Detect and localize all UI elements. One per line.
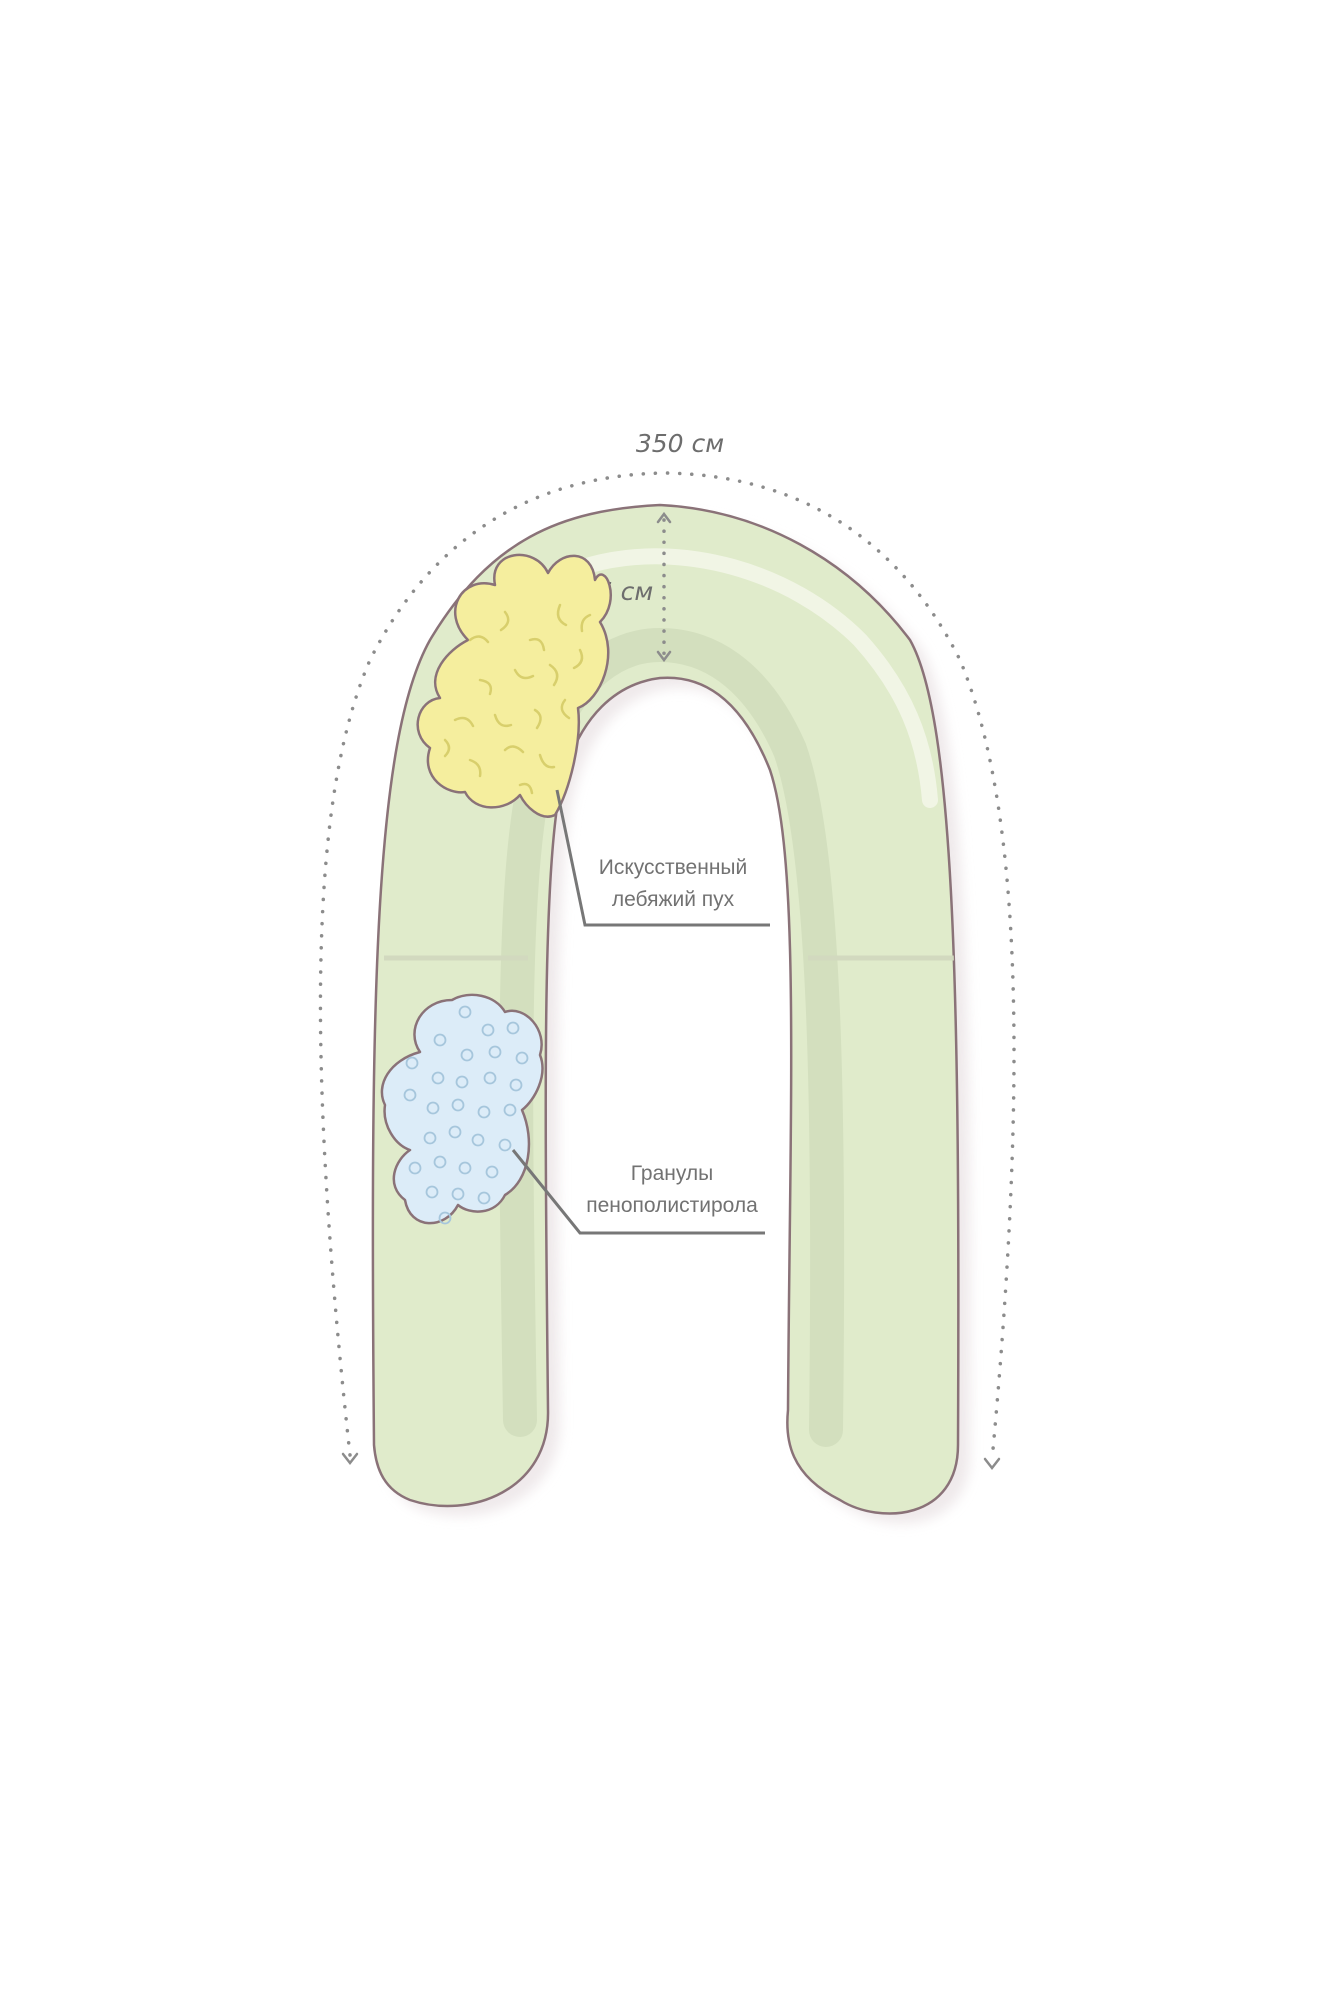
callout-granules-line1: Гранулы	[631, 1162, 714, 1185]
yellow-fluffy-cloud-icon	[418, 555, 611, 817]
callout-swan-down-line2: лебяжий пух	[612, 888, 735, 911]
length-arrow-right-icon	[985, 1459, 999, 1468]
callout-swan-down-line1: Искусственный	[599, 856, 748, 879]
length-label: 350 см	[636, 429, 724, 458]
callout-granules-line2: пенополистирола	[586, 1194, 758, 1217]
